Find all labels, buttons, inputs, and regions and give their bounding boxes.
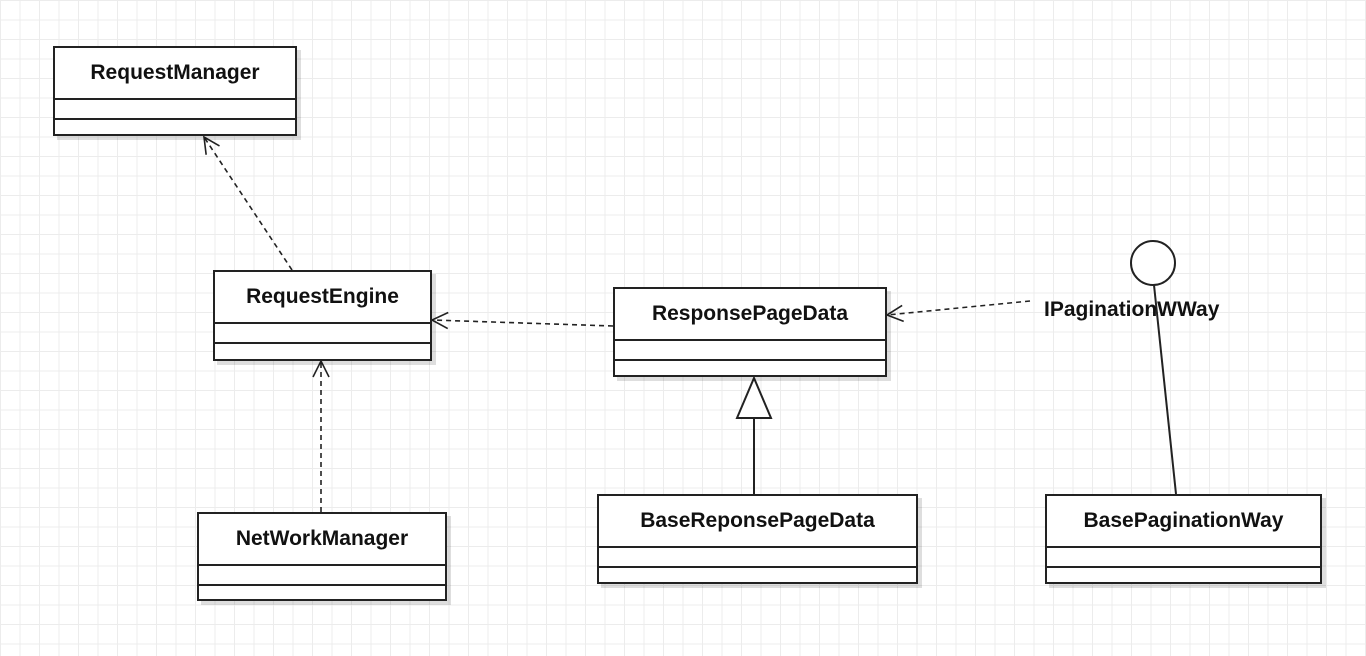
class-name: BaseReponsePageData xyxy=(599,496,916,548)
class-network-manager[interactable]: NetWorkManager xyxy=(197,512,447,601)
operations-compartment xyxy=(215,344,430,359)
dependency-engine-to-manager xyxy=(203,135,293,271)
attributes-compartment xyxy=(199,566,445,586)
interface-label[interactable]: IPaginationWWay xyxy=(1044,298,1220,321)
class-name: BasePaginationWay xyxy=(1047,496,1320,548)
class-name: NetWorkManager xyxy=(199,514,445,566)
class-base-reponse-page-data[interactable]: BaseReponsePageData xyxy=(597,494,918,584)
operations-compartment xyxy=(615,361,885,375)
attributes-compartment xyxy=(599,548,916,568)
interface-lollipop-circle xyxy=(1130,240,1176,286)
operations-compartment xyxy=(55,120,295,134)
class-request-engine[interactable]: RequestEngine xyxy=(213,270,432,361)
attributes-compartment xyxy=(55,100,295,120)
realization-line xyxy=(1153,284,1177,495)
attributes-compartment xyxy=(1047,548,1320,568)
class-base-pagination-way[interactable]: BasePaginationWay xyxy=(1045,494,1322,584)
class-response-page-data[interactable]: ResponsePageData xyxy=(613,287,887,377)
attributes-compartment xyxy=(615,341,885,361)
generalization-arrowhead xyxy=(735,375,773,419)
operations-compartment xyxy=(1047,568,1320,582)
class-request-manager[interactable]: RequestManager xyxy=(53,46,297,136)
class-name: RequestEngine xyxy=(215,272,430,324)
operations-compartment xyxy=(199,586,445,599)
operations-compartment xyxy=(599,568,916,582)
class-name: ResponsePageData xyxy=(615,289,885,341)
dependency-interface-to-response xyxy=(885,300,1031,323)
dependency-response-to-engine xyxy=(430,311,614,330)
class-name: RequestManager xyxy=(55,48,295,100)
attributes-compartment xyxy=(215,324,430,344)
